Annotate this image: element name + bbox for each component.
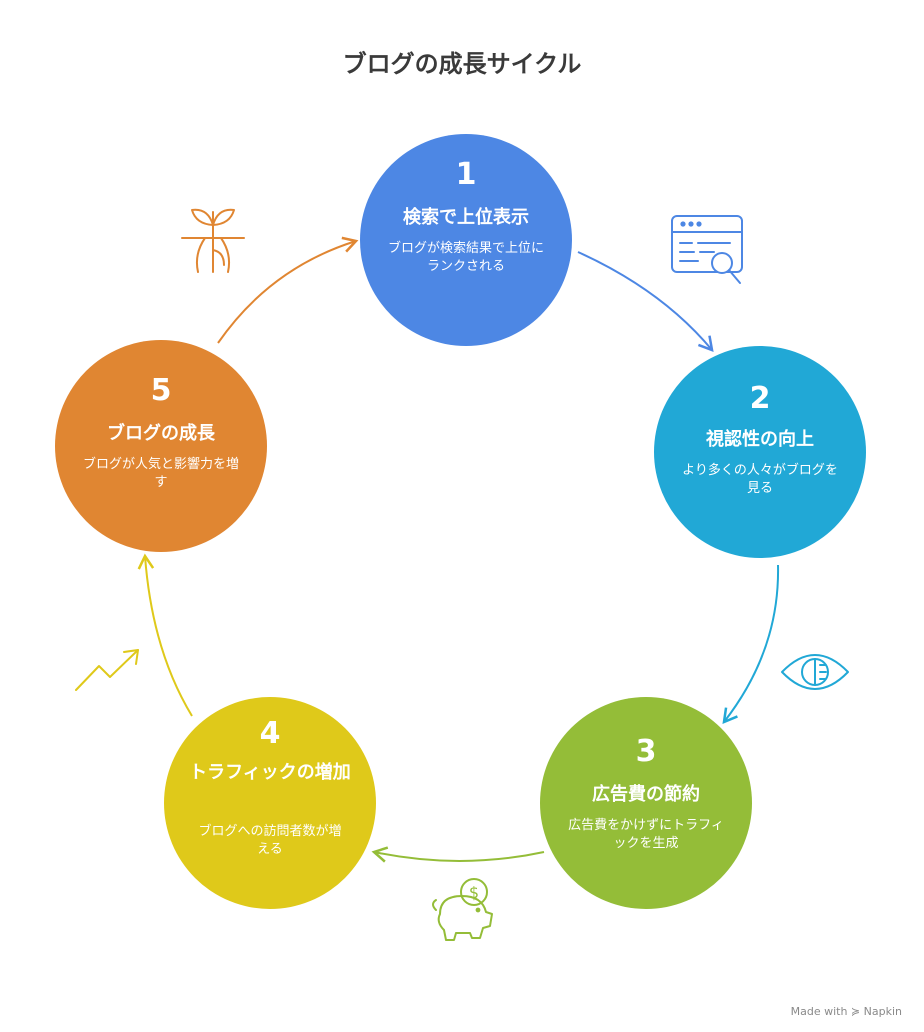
- search-document-icon: [671, 215, 743, 284]
- napkin-watermark: Made with ≽ Napkin: [790, 1005, 902, 1018]
- step-3-description: 広告費をかけずにトラフィックを生成: [568, 818, 724, 851]
- step-1-heading: 検索で上位表示: [403, 207, 529, 228]
- step-5-number: 5: [150, 373, 172, 408]
- step-3-heading: 広告費の節約: [592, 784, 700, 805]
- step-4-description: ブログへの訪問者数が増える: [198, 824, 342, 857]
- step-5-circle: 5 ブログの成長 ブログが人気と影響力を増す: [55, 340, 267, 552]
- step-1-number: 1: [455, 157, 477, 192]
- step-2-heading: 視認性の向上: [706, 429, 814, 450]
- trend-up-icon: [75, 649, 139, 691]
- step-3-number: 3: [635, 734, 657, 769]
- diagram-title: ブログの成長サイクル: [342, 50, 582, 78]
- arrow-1-to-2: [577, 251, 714, 352]
- step-2-description: より多くの人々がブログを見る: [682, 463, 838, 496]
- arrow-5-to-1: [217, 236, 359, 344]
- step-5-description: ブログが人気と影響力を増す: [82, 457, 239, 490]
- step-4-heading: トラフィックの増加: [189, 762, 351, 783]
- step-5-heading: ブログの成長: [107, 423, 215, 444]
- arrow-3-to-4: [371, 846, 545, 863]
- step-4-number: 4: [259, 716, 281, 751]
- step-4-circle: 4 トラフィックの増加 ブログへの訪問者数が増える: [164, 697, 376, 909]
- svg-text:$: $: [469, 883, 479, 902]
- arrow-2-to-3: [722, 564, 780, 725]
- piggy-bank-icon: $: [432, 878, 493, 941]
- sprout-icon: [181, 208, 245, 273]
- step-3-circle: 3 広告費の節約 広告費をかけずにトラフィックを生成: [540, 697, 752, 909]
- step-1-circle: 1 検索で上位表示 ブログが検索結果で上位にランクされる: [360, 134, 572, 346]
- step-2-circle: 2 視認性の向上 より多くの人々がブログを見る: [654, 346, 866, 558]
- step-1-description: ブログが検索結果で上位にランクされる: [387, 241, 544, 274]
- eye-icon: [781, 654, 849, 690]
- step-2-number: 2: [749, 381, 771, 416]
- arrow-4-to-5: [137, 553, 193, 717]
